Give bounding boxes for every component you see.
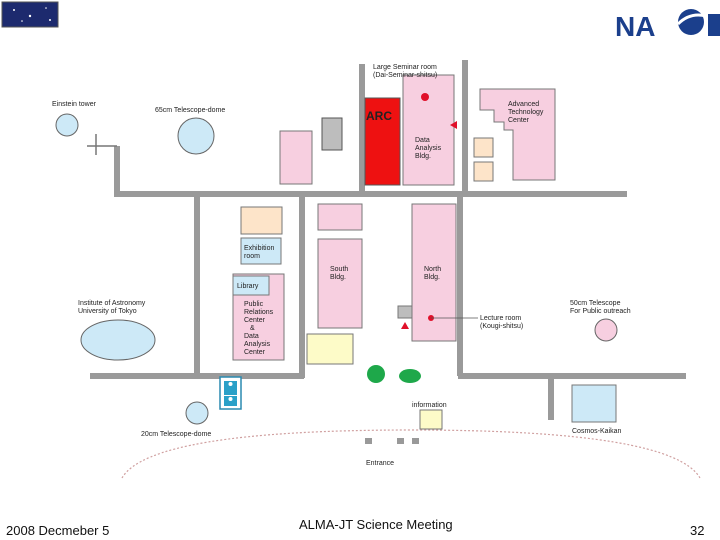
label-library: Library xyxy=(237,283,259,290)
library xyxy=(232,275,270,296)
label-public-1: Public xyxy=(244,301,264,308)
label-information: information xyxy=(412,402,447,409)
label-data-analysis-2: Analysis xyxy=(415,145,442,152)
exhibition-room xyxy=(240,237,282,265)
observatory-logo-icon xyxy=(1,1,59,28)
label-exhibition-1: Exhibition xyxy=(244,245,274,252)
naoj-logo-icon: NA xyxy=(615,9,720,42)
gray-connector xyxy=(397,305,413,319)
label-public-2: Relations xyxy=(244,309,274,316)
label-data-analysis-3: Bldg. xyxy=(415,153,431,160)
label-advanced-1: Advanced xyxy=(508,101,539,108)
label-cosmos: Cosmos-Kaikan xyxy=(572,428,622,435)
label-public-5: Data xyxy=(244,333,259,340)
label-public-4: & xyxy=(250,325,255,332)
label-large-seminar-2: (Dai-Seminar-shitsu) xyxy=(373,72,437,79)
label-south-2: Bldg. xyxy=(330,274,346,281)
roads xyxy=(90,60,686,420)
beige-box-lower xyxy=(473,161,494,182)
label-entrance: Entrance xyxy=(366,460,394,467)
advanced-technology-center xyxy=(479,88,556,181)
south-building xyxy=(317,238,363,329)
yellow-building xyxy=(306,333,354,365)
label-ioa-1: Institute of Astronomy xyxy=(78,300,146,307)
arc-building xyxy=(364,97,401,186)
label-ioa-2: University of Tokyo xyxy=(78,308,137,315)
svg-text:NA: NA xyxy=(615,11,655,42)
einstein-tower xyxy=(55,113,79,137)
label-einstein-tower: Einstein tower xyxy=(52,101,97,108)
entrance-boundary xyxy=(121,429,701,479)
label-south-1: South xyxy=(330,266,348,273)
lecture-pointer-icon xyxy=(401,322,409,329)
dome-65cm xyxy=(177,117,215,155)
beige-box-upper xyxy=(473,137,494,158)
arc-pointer-icon xyxy=(450,121,457,129)
label-data-analysis-1: Data xyxy=(415,137,430,144)
gate-post xyxy=(397,438,404,444)
beige-building xyxy=(240,206,283,235)
label-public-6: Analysis xyxy=(244,341,271,348)
pink-block-top xyxy=(317,203,363,231)
label-north-1: North xyxy=(424,266,441,273)
footer-meeting-title: ALMA-JT Science Meeting xyxy=(299,517,453,532)
label-tel50-2: For Public outreach xyxy=(570,308,631,315)
label-public-7: Center xyxy=(244,349,266,356)
tree xyxy=(367,365,385,383)
label-tel50-1: 50cm Telescope xyxy=(570,300,621,307)
restroom-icon xyxy=(219,376,242,410)
label-lecture-1: Lecture room xyxy=(480,315,521,322)
page-number: 32 xyxy=(690,523,705,538)
label-arc: ARC xyxy=(366,109,392,123)
label-public-3: Center xyxy=(244,317,266,324)
label-dome-65: 65cm Telescope-dome xyxy=(155,107,225,114)
telescope-50cm xyxy=(594,318,618,342)
gray-building xyxy=(321,117,343,151)
large-seminar-marker xyxy=(421,93,429,101)
label-dome-20: 20cm Telescope-dome xyxy=(141,431,211,438)
gate-post xyxy=(365,438,372,444)
label-exhibition-2: room xyxy=(244,253,260,260)
label-advanced-2: Technology xyxy=(508,109,544,116)
data-analysis-building xyxy=(402,74,455,186)
footer-date: 2008 Decmeber 5 xyxy=(6,523,110,538)
label-advanced-3: Center xyxy=(508,117,530,124)
tree xyxy=(399,369,421,383)
gate-post xyxy=(412,438,419,444)
institute-of-astronomy xyxy=(80,319,156,361)
label-large-seminar-1: Large Seminar room xyxy=(373,64,437,71)
label-lecture-2: (Kougi-shitsu) xyxy=(480,323,523,330)
cosmos-kaikan xyxy=(571,384,617,423)
dome-20cm xyxy=(185,401,209,425)
information-booth xyxy=(419,409,443,430)
label-north-2: Bldg. xyxy=(424,274,440,281)
pink-building-small xyxy=(279,130,313,185)
